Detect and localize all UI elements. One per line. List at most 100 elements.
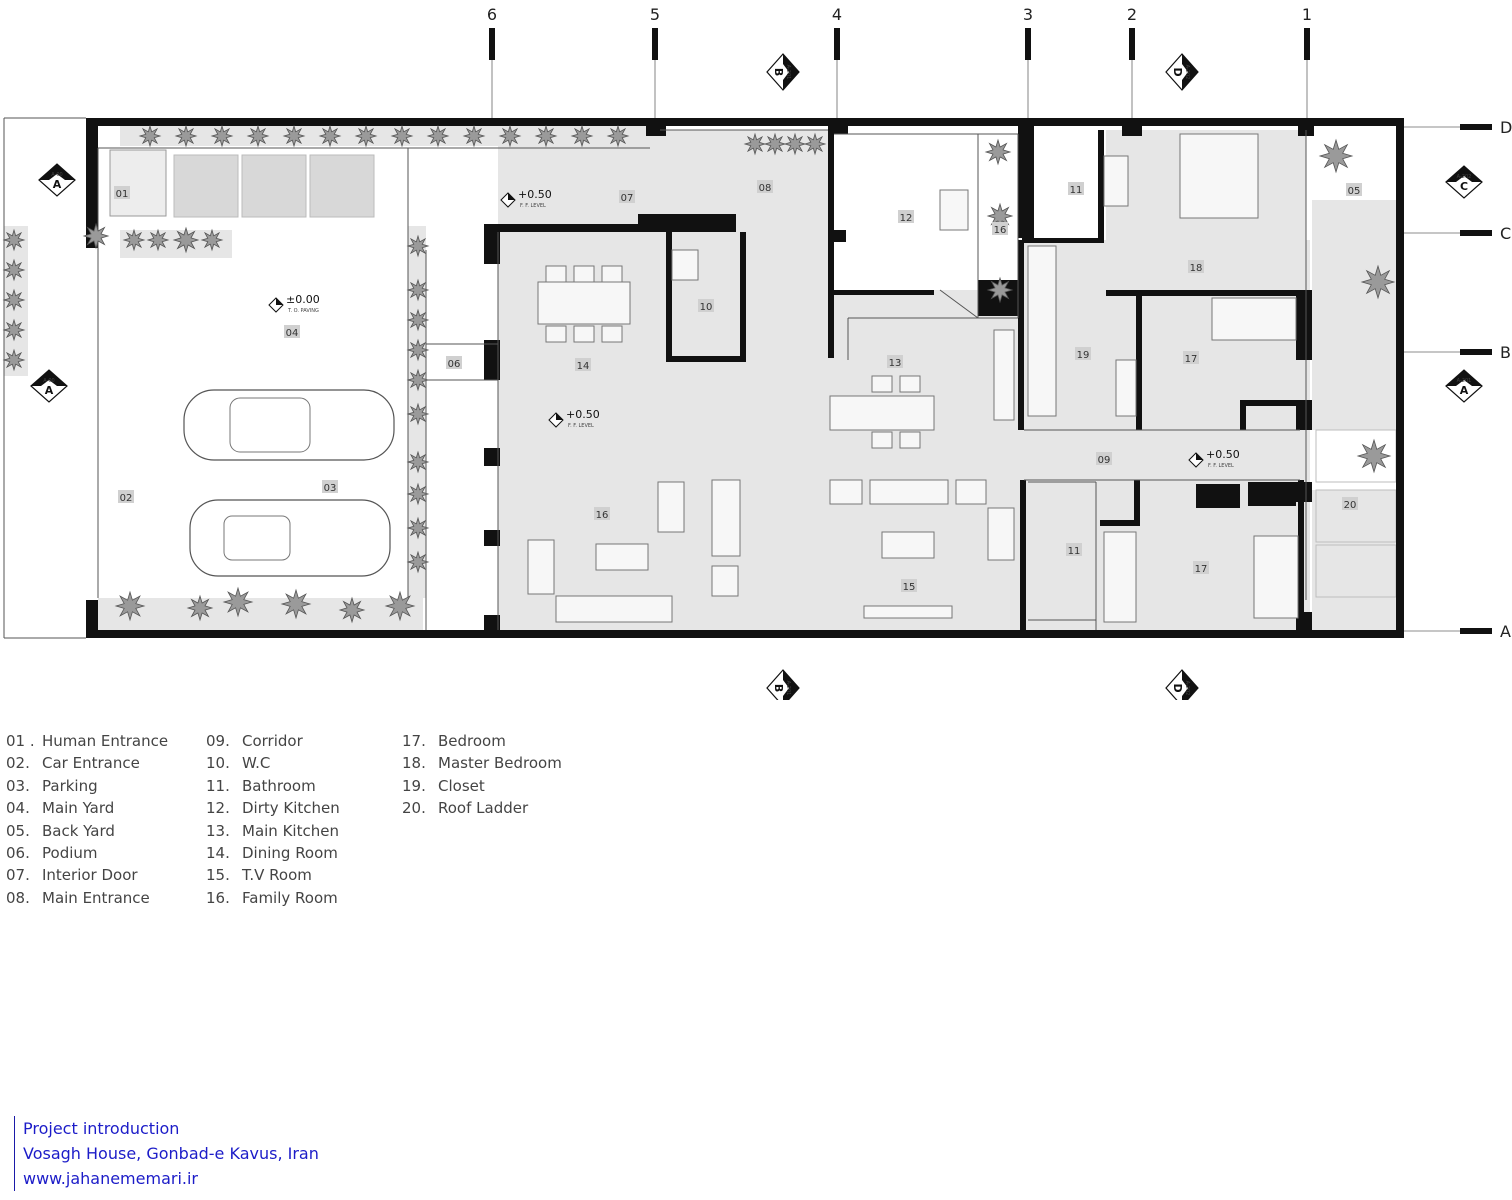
coffee-table <box>881 531 935 559</box>
plant-symbol <box>406 308 430 332</box>
legend-number: 12. <box>206 799 230 818</box>
section-letter: A <box>1460 384 1469 397</box>
legend-number: 02. <box>6 754 30 773</box>
plant-symbol <box>783 132 807 156</box>
plant-symbol <box>2 288 26 312</box>
sofa <box>527 539 555 595</box>
sofa <box>555 595 673 623</box>
wall <box>1122 120 1142 136</box>
legend-label: Master Bedroom <box>438 754 562 773</box>
legend-label: Car Entrance <box>42 754 140 773</box>
room-tag-box <box>901 579 917 592</box>
wall <box>1298 120 1314 136</box>
level-note: F. F. LEVEL <box>520 203 546 209</box>
legend-item: 17.Bedroom <box>402 732 562 754</box>
wall <box>1298 480 1304 630</box>
grid-row-marker <box>1460 230 1492 236</box>
grid-column-marker <box>652 28 658 60</box>
wall <box>1098 130 1104 242</box>
room-tag: 11 <box>1070 185 1083 196</box>
legend-item: 06.Podium <box>6 844 168 866</box>
room-tag-box <box>1183 351 1199 364</box>
plant-symbol <box>426 124 450 148</box>
grid-row-label: A <box>1500 622 1511 641</box>
room-tag-box <box>698 299 714 312</box>
footer-website[interactable]: www.jahanememari.ir <box>23 1169 199 1188</box>
room-tag: 15 <box>903 582 916 593</box>
legend-item: 19.Closet <box>402 777 562 799</box>
grid-row-marker <box>1460 628 1492 634</box>
wall <box>1296 290 1312 360</box>
section-marker-fill <box>39 164 75 180</box>
planter-strip <box>120 126 650 146</box>
plant-symbol <box>114 590 146 622</box>
bar-stool <box>899 431 921 449</box>
bed <box>1253 535 1299 619</box>
legend-number: 16. <box>206 888 230 907</box>
legend-number: 10. <box>206 754 230 773</box>
parked-car <box>183 389 395 461</box>
wall <box>1018 240 1024 430</box>
room-tag: 16 <box>994 225 1007 236</box>
legend-number: 06. <box>6 843 30 862</box>
dining-chair <box>545 265 567 283</box>
wall <box>834 290 934 295</box>
legend-item: 01 .Human Entrance <box>6 732 168 754</box>
legend-label: Main Yard <box>42 799 115 818</box>
legend-label: Roof Ladder <box>438 799 529 818</box>
plant-symbol <box>122 228 146 252</box>
plant-symbol <box>1318 138 1354 174</box>
roof-ladder-floor <box>1312 490 1402 630</box>
plant-symbol <box>390 124 414 148</box>
room-tag: 04 <box>286 328 299 339</box>
wall <box>1024 238 1104 243</box>
plant-symbol <box>570 124 594 148</box>
room-tag-box <box>1342 497 1358 510</box>
legend-item: 04.Main Yard <box>6 799 168 821</box>
legend-label: Back Yard <box>42 821 115 840</box>
room-tag-box <box>1188 260 1204 273</box>
legend-item: 10.W.C <box>206 754 340 776</box>
paving-slab <box>173 154 239 218</box>
level-note: T. O. PAVING <box>287 308 319 314</box>
legend-label: Dining Room <box>242 843 338 862</box>
legend-item: 16. Family Room <box>206 889 340 911</box>
plant-symbol <box>174 124 198 148</box>
room-tag-box <box>1096 452 1112 465</box>
plant-symbol <box>406 402 430 426</box>
wall <box>834 230 846 242</box>
grid-column-marker <box>489 28 495 60</box>
legend-label: Family Room <box>242 888 338 907</box>
room-tag: 16 <box>596 510 609 521</box>
wall <box>484 530 500 546</box>
level-marker: ±0.00T. O. PAVING <box>268 293 320 314</box>
wall <box>1134 480 1140 526</box>
plant-symbol <box>200 228 224 252</box>
wall <box>1240 400 1296 406</box>
wall <box>666 232 672 360</box>
room-tag-box <box>114 186 130 199</box>
grid-column-marker <box>1304 28 1310 60</box>
grid-column-label: 5 <box>650 5 660 24</box>
plant-symbol <box>384 590 416 622</box>
room-tag-box <box>594 507 610 520</box>
dining-chair <box>601 265 623 283</box>
room-tag-box <box>446 356 462 369</box>
legend-number: 13. <box>206 821 230 840</box>
project-credits: Project introduction Vosagh House, Gonba… <box>14 1116 319 1191</box>
armchair <box>987 507 1015 561</box>
room-tag: 10 <box>700 302 713 313</box>
room-tag: 09 <box>1098 455 1111 466</box>
section-marker-fill <box>783 670 799 700</box>
sink-counter <box>939 189 969 231</box>
grid-column-label: 4 <box>832 5 842 24</box>
plant-symbol <box>462 124 486 148</box>
grid-row-label: B <box>1500 343 1511 362</box>
level-symbol-fill <box>508 193 515 200</box>
level-value: +0.50 <box>518 188 552 201</box>
grid-column-label: 1 <box>1302 5 1312 24</box>
legend-label: Human Entrance <box>42 732 169 750</box>
plant-symbol <box>1356 438 1392 474</box>
